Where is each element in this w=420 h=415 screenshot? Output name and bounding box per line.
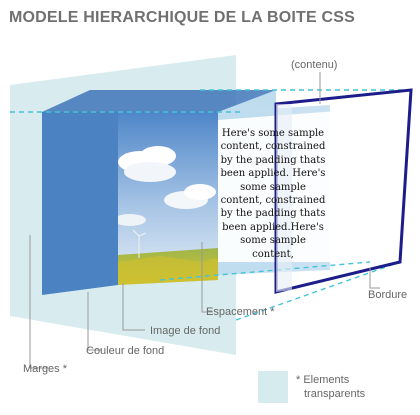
legend-line-1: * Elements <box>296 374 350 386</box>
label-contenu: (contenu) <box>291 59 338 71</box>
label-image-de-fond: Image de fond <box>150 325 221 337</box>
square-icon <box>258 371 288 403</box>
background-color-top <box>42 90 276 112</box>
background-color-layer <box>42 112 118 295</box>
dashed-guides <box>10 89 410 321</box>
border-frame-shadow <box>276 104 292 292</box>
label-bordure: Bordure <box>368 289 408 301</box>
diagram-title: MODELE HIERARCHIQUE DE LA BOITE CSS <box>9 9 355 26</box>
label-espacement: Espacement * <box>206 306 275 318</box>
label-couleur-de-fond: Couleur de fond <box>86 345 165 357</box>
background-image-layer <box>118 112 218 285</box>
sample-content-text: Here's some sample content, constrained … <box>220 128 326 260</box>
legend-line-2: transparents <box>304 388 366 400</box>
leader-lines <box>29 72 380 369</box>
label-marges: Marges * <box>23 363 68 375</box>
